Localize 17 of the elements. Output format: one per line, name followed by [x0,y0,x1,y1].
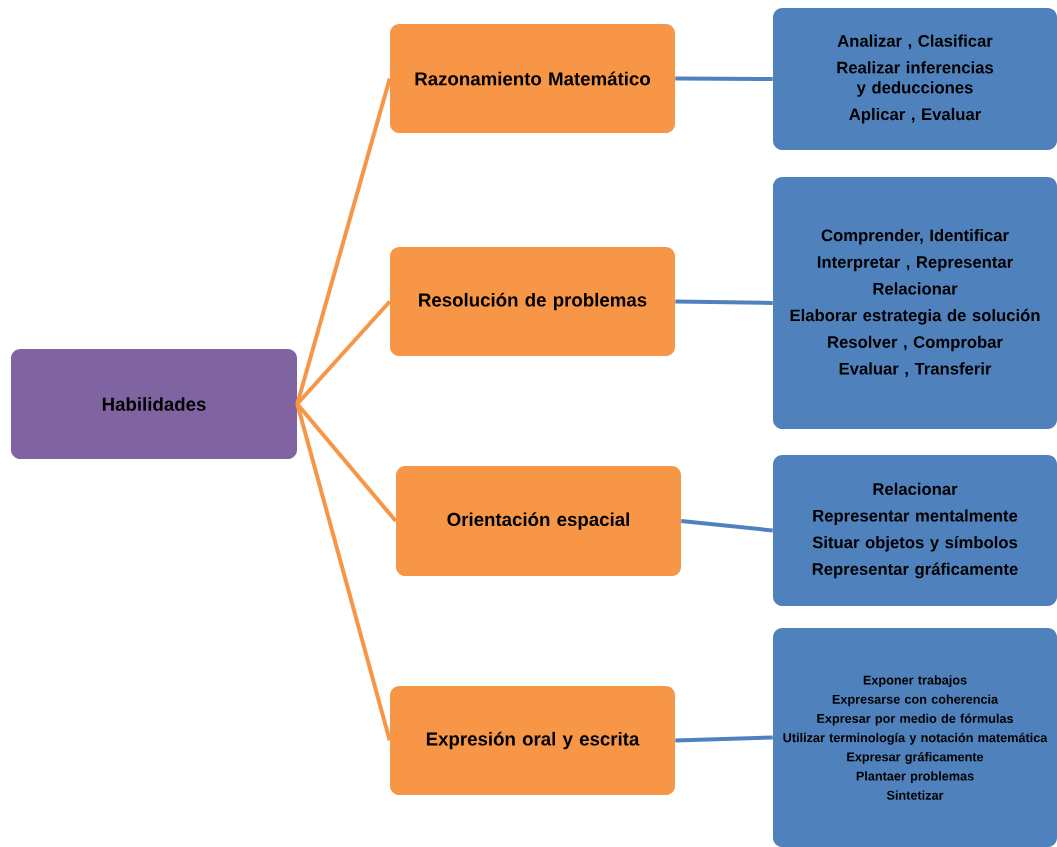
category-box: Orientación espacial [396,466,681,576]
connector-line [295,300,392,406]
category-box: Resolución de problemas [390,247,675,356]
skills-box: Relacionar Representar mentalmente Situar objetos y símbolos Representar gráficamente [773,455,1057,606]
skills-box: Comprender, Identificar Interpretar , Representar Relacionar Elaborar estrategia de solución Resolver , Comprobar Evaluar , Transferir [773,177,1057,429]
connector-line [295,77,392,405]
connector-line [681,519,773,533]
category-box: Expresión oral y escrita [390,686,675,795]
skills-box: Analizar , Clasificar Realizar inferencias y deducciones Aplicar , Evaluar [773,8,1057,150]
connector-line [295,403,392,742]
connector-line [675,76,773,81]
skills-box: Exponer trabajos Expresarse con coherencia Expresar por medio de fórmulas Utilizar terminología y notación matemática Expresar gráficamente Plantaer problemas Sintetizar [773,628,1057,847]
connector-line [295,402,398,523]
category-box: Razonamiento Matemático [390,24,675,133]
connector-line [675,299,773,305]
connector-line [675,735,773,743]
root-box: Habilidades [11,349,297,459]
